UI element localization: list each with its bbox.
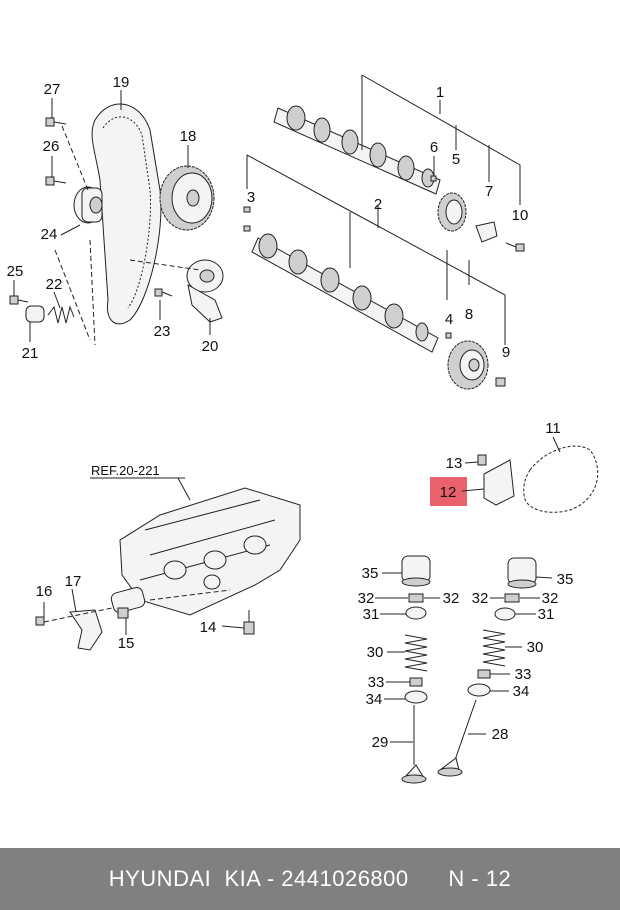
callout-9: 9 <box>502 344 510 361</box>
guide-line-ocv <box>149 589 231 601</box>
exploded-parts-diagram: 1 2 3 4 5 6 7 8 9 10 11 12 13 14 15 16 1… <box>7 74 599 784</box>
callout-7: 7 <box>485 183 493 200</box>
highlight-box-12 <box>430 477 467 506</box>
callout-8: 8 <box>465 306 473 323</box>
dowel-pin <box>243 206 251 213</box>
brand-text: HYUNDAI KIA <box>108 866 261 891</box>
belt-tensioner <box>186 259 224 323</box>
callout-5: 5 <box>452 151 460 168</box>
diagram-reference: N - 12 <box>448 866 512 891</box>
callout-32-a: 32 <box>358 590 375 607</box>
callout-1: 1 <box>436 84 444 101</box>
callout-17: 17 <box>65 573 82 590</box>
part-number: 2441026800 <box>281 866 409 891</box>
callout-32-b: 32 <box>443 590 460 607</box>
callout-35-left: 35 <box>362 565 379 582</box>
guide-lines-left <box>54 125 201 346</box>
valve-train-left <box>401 555 431 784</box>
callout-31-right: 31 <box>538 606 555 623</box>
callout-26: 26 <box>43 138 60 155</box>
idler-pulley <box>73 186 103 224</box>
exhaust-pin <box>430 175 437 182</box>
intake-pin <box>445 332 452 339</box>
callout-16: 16 <box>36 583 53 600</box>
callout-23: 23 <box>154 323 171 340</box>
callout-34-right: 34 <box>513 683 530 700</box>
exhaust-cam-bracket <box>475 221 525 252</box>
reference-label: REF.20-221 <box>91 463 160 478</box>
dowel-pin-2 <box>243 225 251 232</box>
callout-6: 6 <box>430 139 438 156</box>
callout-35-right: 35 <box>557 571 574 588</box>
callout-34-left: 34 <box>366 691 383 708</box>
callout-21: 21 <box>22 345 39 362</box>
intake-cvvt-gear <box>447 340 506 390</box>
small-bolts <box>9 117 173 305</box>
exhaust-cam-gear <box>437 192 467 232</box>
callout-11: 11 <box>545 420 561 437</box>
callout-10: 10 <box>512 207 529 224</box>
callout-32-d: 32 <box>542 590 559 607</box>
callout-25: 25 <box>7 263 24 280</box>
leader-lines-valves <box>375 572 553 743</box>
callout-13: 13 <box>446 455 463 472</box>
callout-32-c: 32 <box>472 590 489 607</box>
callout-33-left: 33 <box>368 674 385 691</box>
valve-train-right <box>437 557 537 777</box>
callout-3: 3 <box>247 189 255 206</box>
footer-spacer <box>409 866 449 891</box>
ocv-bracket <box>69 609 103 651</box>
callout-4: 4 <box>445 311 453 328</box>
bolt-16 <box>35 616 45 626</box>
leader-lines-cams <box>246 74 521 345</box>
footer-separator: - <box>260 866 282 891</box>
exhaust-camshaft <box>273 105 441 195</box>
timing-chain <box>523 445 599 513</box>
callout-31-left: 31 <box>363 606 380 623</box>
guide-line-bracket <box>43 607 113 623</box>
callout-28: 28 <box>492 726 509 743</box>
callout-33-right: 33 <box>515 666 532 683</box>
callout-20: 20 <box>202 338 219 355</box>
callout-30-right: 30 <box>527 639 544 656</box>
callout-18: 18 <box>180 128 197 145</box>
callout-15: 15 <box>118 635 135 652</box>
timing-belt <box>91 103 162 325</box>
intake-camshaft <box>251 233 439 353</box>
ref-leader <box>177 477 191 501</box>
callout-12: 12 <box>440 484 457 501</box>
cylinder-head <box>119 487 301 616</box>
callout-30-left: 30 <box>367 644 384 661</box>
callout-29: 29 <box>372 734 389 751</box>
part-number-footer: HYUNDAI KIA - 2441026800 N - 12 <box>0 848 620 910</box>
cam-sprocket <box>159 165 215 231</box>
tensioner-spring <box>25 305 75 324</box>
oil-control-valve <box>110 587 146 619</box>
leader-lines-misc <box>13 90 561 635</box>
callout-24: 24 <box>41 226 58 243</box>
callout-19: 19 <box>113 74 130 91</box>
callout-2: 2 <box>374 196 382 213</box>
bolt-14 <box>243 610 255 635</box>
callout-27: 27 <box>44 81 61 98</box>
callout-22: 22 <box>46 276 63 293</box>
chain-tensioner <box>477 454 515 506</box>
callout-labels: 1 2 3 4 5 6 7 8 9 10 11 12 13 14 15 16 1… <box>7 74 574 751</box>
callout-14: 14 <box>200 619 217 636</box>
